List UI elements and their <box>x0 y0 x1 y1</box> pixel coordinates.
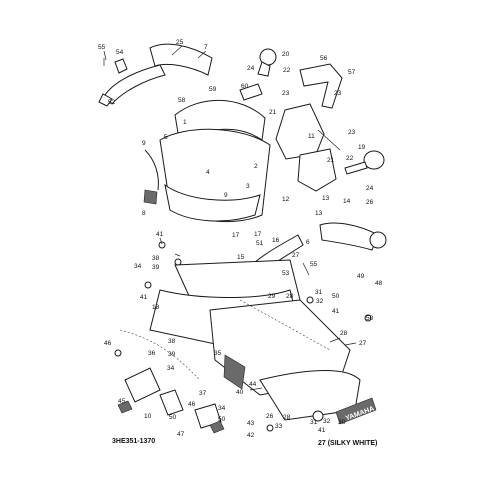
callout: 9 <box>224 192 228 199</box>
callout-labels: 55 54 52 25 7 58 59 60 1 9 5 2 4 3 9 8 2… <box>98 39 383 439</box>
air-duct-assembly <box>98 43 213 107</box>
callout: 28 <box>340 330 348 337</box>
callout: 46 <box>104 340 112 347</box>
callout: 58 <box>178 97 186 104</box>
callout: 24 <box>247 65 255 72</box>
callout: 35 <box>214 350 222 357</box>
callout: 41 <box>332 308 340 315</box>
callout: 51 <box>256 240 264 247</box>
lower-cowling <box>119 259 361 421</box>
diagram-code: 3HE351-1370 <box>112 438 155 445</box>
callout: 50 <box>169 414 177 421</box>
callout: 34 <box>167 365 175 372</box>
callout: 28 <box>286 293 294 300</box>
callout: 1 <box>183 119 187 126</box>
callout: 29 <box>268 293 276 300</box>
callout: 26 <box>366 199 374 206</box>
callout: 7 <box>204 44 208 51</box>
upper-cowling-windscreen <box>143 83 271 222</box>
callout: 45 <box>118 398 126 405</box>
callout: 59 <box>209 86 217 93</box>
callout: 42 <box>247 432 255 439</box>
callout: 13 <box>322 195 330 202</box>
callout: 48 <box>375 280 383 287</box>
callout: 17 <box>254 231 262 238</box>
callout: 56 <box>320 55 328 62</box>
callout: 34 <box>134 263 142 270</box>
callout: 26 <box>266 413 274 420</box>
callout: 23 <box>282 90 290 97</box>
callout: 55 <box>310 261 318 268</box>
callout: 39 <box>152 264 160 271</box>
callout: 27 <box>292 252 300 259</box>
callout: 21 <box>269 109 277 116</box>
callout: 8 <box>142 210 146 217</box>
callout: 53 <box>282 270 290 277</box>
callout: 27 <box>359 340 367 347</box>
callout: 36 <box>148 350 156 357</box>
callout: 22 <box>346 155 354 162</box>
callout: 18 <box>152 304 160 311</box>
callout: 24 <box>366 185 374 192</box>
color-note: 27 (SILKY WHITE) <box>318 440 377 447</box>
leader-lines <box>103 45 357 391</box>
mirror-stay-assembly <box>257 48 385 192</box>
callout: 50 <box>332 293 340 300</box>
callout: 25 <box>176 39 184 46</box>
callout: 60 <box>241 83 249 90</box>
callout: 17 <box>232 232 240 239</box>
callout: 23 <box>334 90 342 97</box>
callout: 54 <box>116 49 124 56</box>
callout: 43 <box>247 420 255 427</box>
callout: 47 <box>177 431 185 438</box>
callout: 49 <box>357 273 365 280</box>
callout: 32 <box>316 298 324 305</box>
callout: 4 <box>206 169 210 176</box>
callout: 40 <box>236 389 244 396</box>
lower-brackets <box>117 367 225 434</box>
callout: 39 <box>168 351 176 358</box>
callout: 41 <box>156 231 164 238</box>
callout: 16 <box>272 237 280 244</box>
callout: 9 <box>142 140 146 147</box>
callout: 34 <box>218 405 226 412</box>
callout: 38 <box>168 338 176 345</box>
callout: 55 <box>98 44 106 51</box>
callout: 52 <box>108 99 116 106</box>
callout: 2 <box>254 163 258 170</box>
callout: 50 <box>366 315 374 322</box>
callout: 3 <box>246 183 250 190</box>
callout: 38 <box>152 255 160 262</box>
callout: 46 <box>188 401 196 408</box>
callout: 31 <box>310 419 318 426</box>
callout: 5 <box>164 134 168 141</box>
callout: 37 <box>199 390 207 397</box>
callout: 13 <box>315 210 323 217</box>
callout: 31 <box>315 289 323 296</box>
callout: 12 <box>282 196 290 203</box>
callout: 11 <box>308 133 315 140</box>
callout: 44 <box>249 381 257 388</box>
callout: 41 <box>140 294 148 301</box>
callout: 28 <box>283 414 291 421</box>
callout: 6 <box>306 239 310 246</box>
callout: 22 <box>283 67 291 74</box>
callout: 10 <box>144 413 152 420</box>
callout: 14 <box>343 198 351 205</box>
callout: 19 <box>358 144 366 151</box>
callout: 21 <box>327 157 335 164</box>
callout: 23 <box>348 129 356 136</box>
callout: 32 <box>323 418 331 425</box>
fasteners <box>114 241 372 432</box>
callout: 57 <box>348 69 356 76</box>
callout: 41 <box>318 427 326 434</box>
callout: 20 <box>282 51 290 58</box>
callout: 50 <box>218 416 226 423</box>
callout: 33 <box>275 423 283 430</box>
callout: 30 <box>338 419 346 426</box>
callout: 15 <box>237 254 245 261</box>
